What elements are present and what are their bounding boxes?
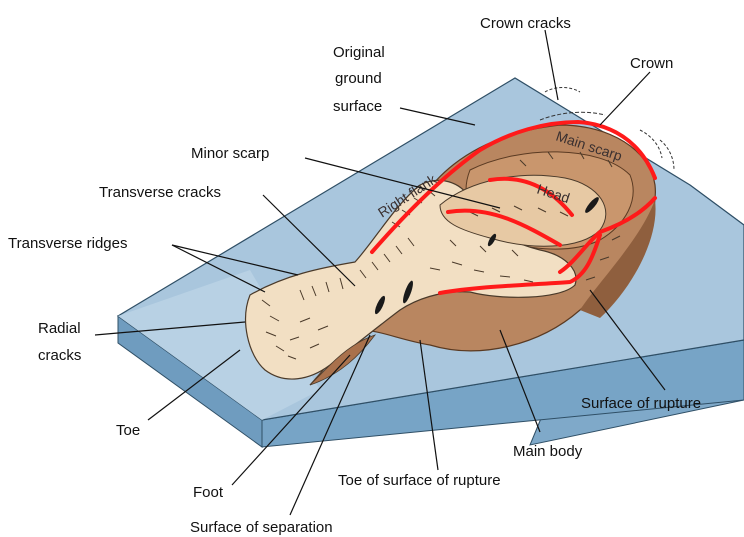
transverse-cracks-label: Transverse cracks	[99, 184, 221, 201]
toe-of-surface-of-rupture-label: Toe of surface of rupture	[338, 472, 501, 489]
toe-label: Toe	[116, 422, 140, 439]
radial-cracks-label-line1: Radial	[38, 320, 81, 337]
radial-cracks-label-line2: cracks	[38, 347, 81, 364]
minor-scarp-label: Minor scarp	[191, 145, 269, 162]
main-body-label: Main body	[513, 443, 583, 460]
transverse-ridges-label: Transverse ridges	[8, 235, 128, 252]
crown-cracks-label: Crown cracks	[480, 15, 571, 32]
original-ground-label-line2: ground	[335, 70, 382, 87]
crown-label: Crown	[630, 55, 673, 72]
surface-of-rupture-label: Surface of rupture	[581, 395, 701, 412]
foot-label: Foot	[193, 484, 224, 501]
original-ground-label-line1: Original	[333, 44, 385, 61]
surface-of-separation-label: Surface of separation	[190, 519, 333, 536]
original-ground-label-line3: surface	[333, 98, 382, 115]
